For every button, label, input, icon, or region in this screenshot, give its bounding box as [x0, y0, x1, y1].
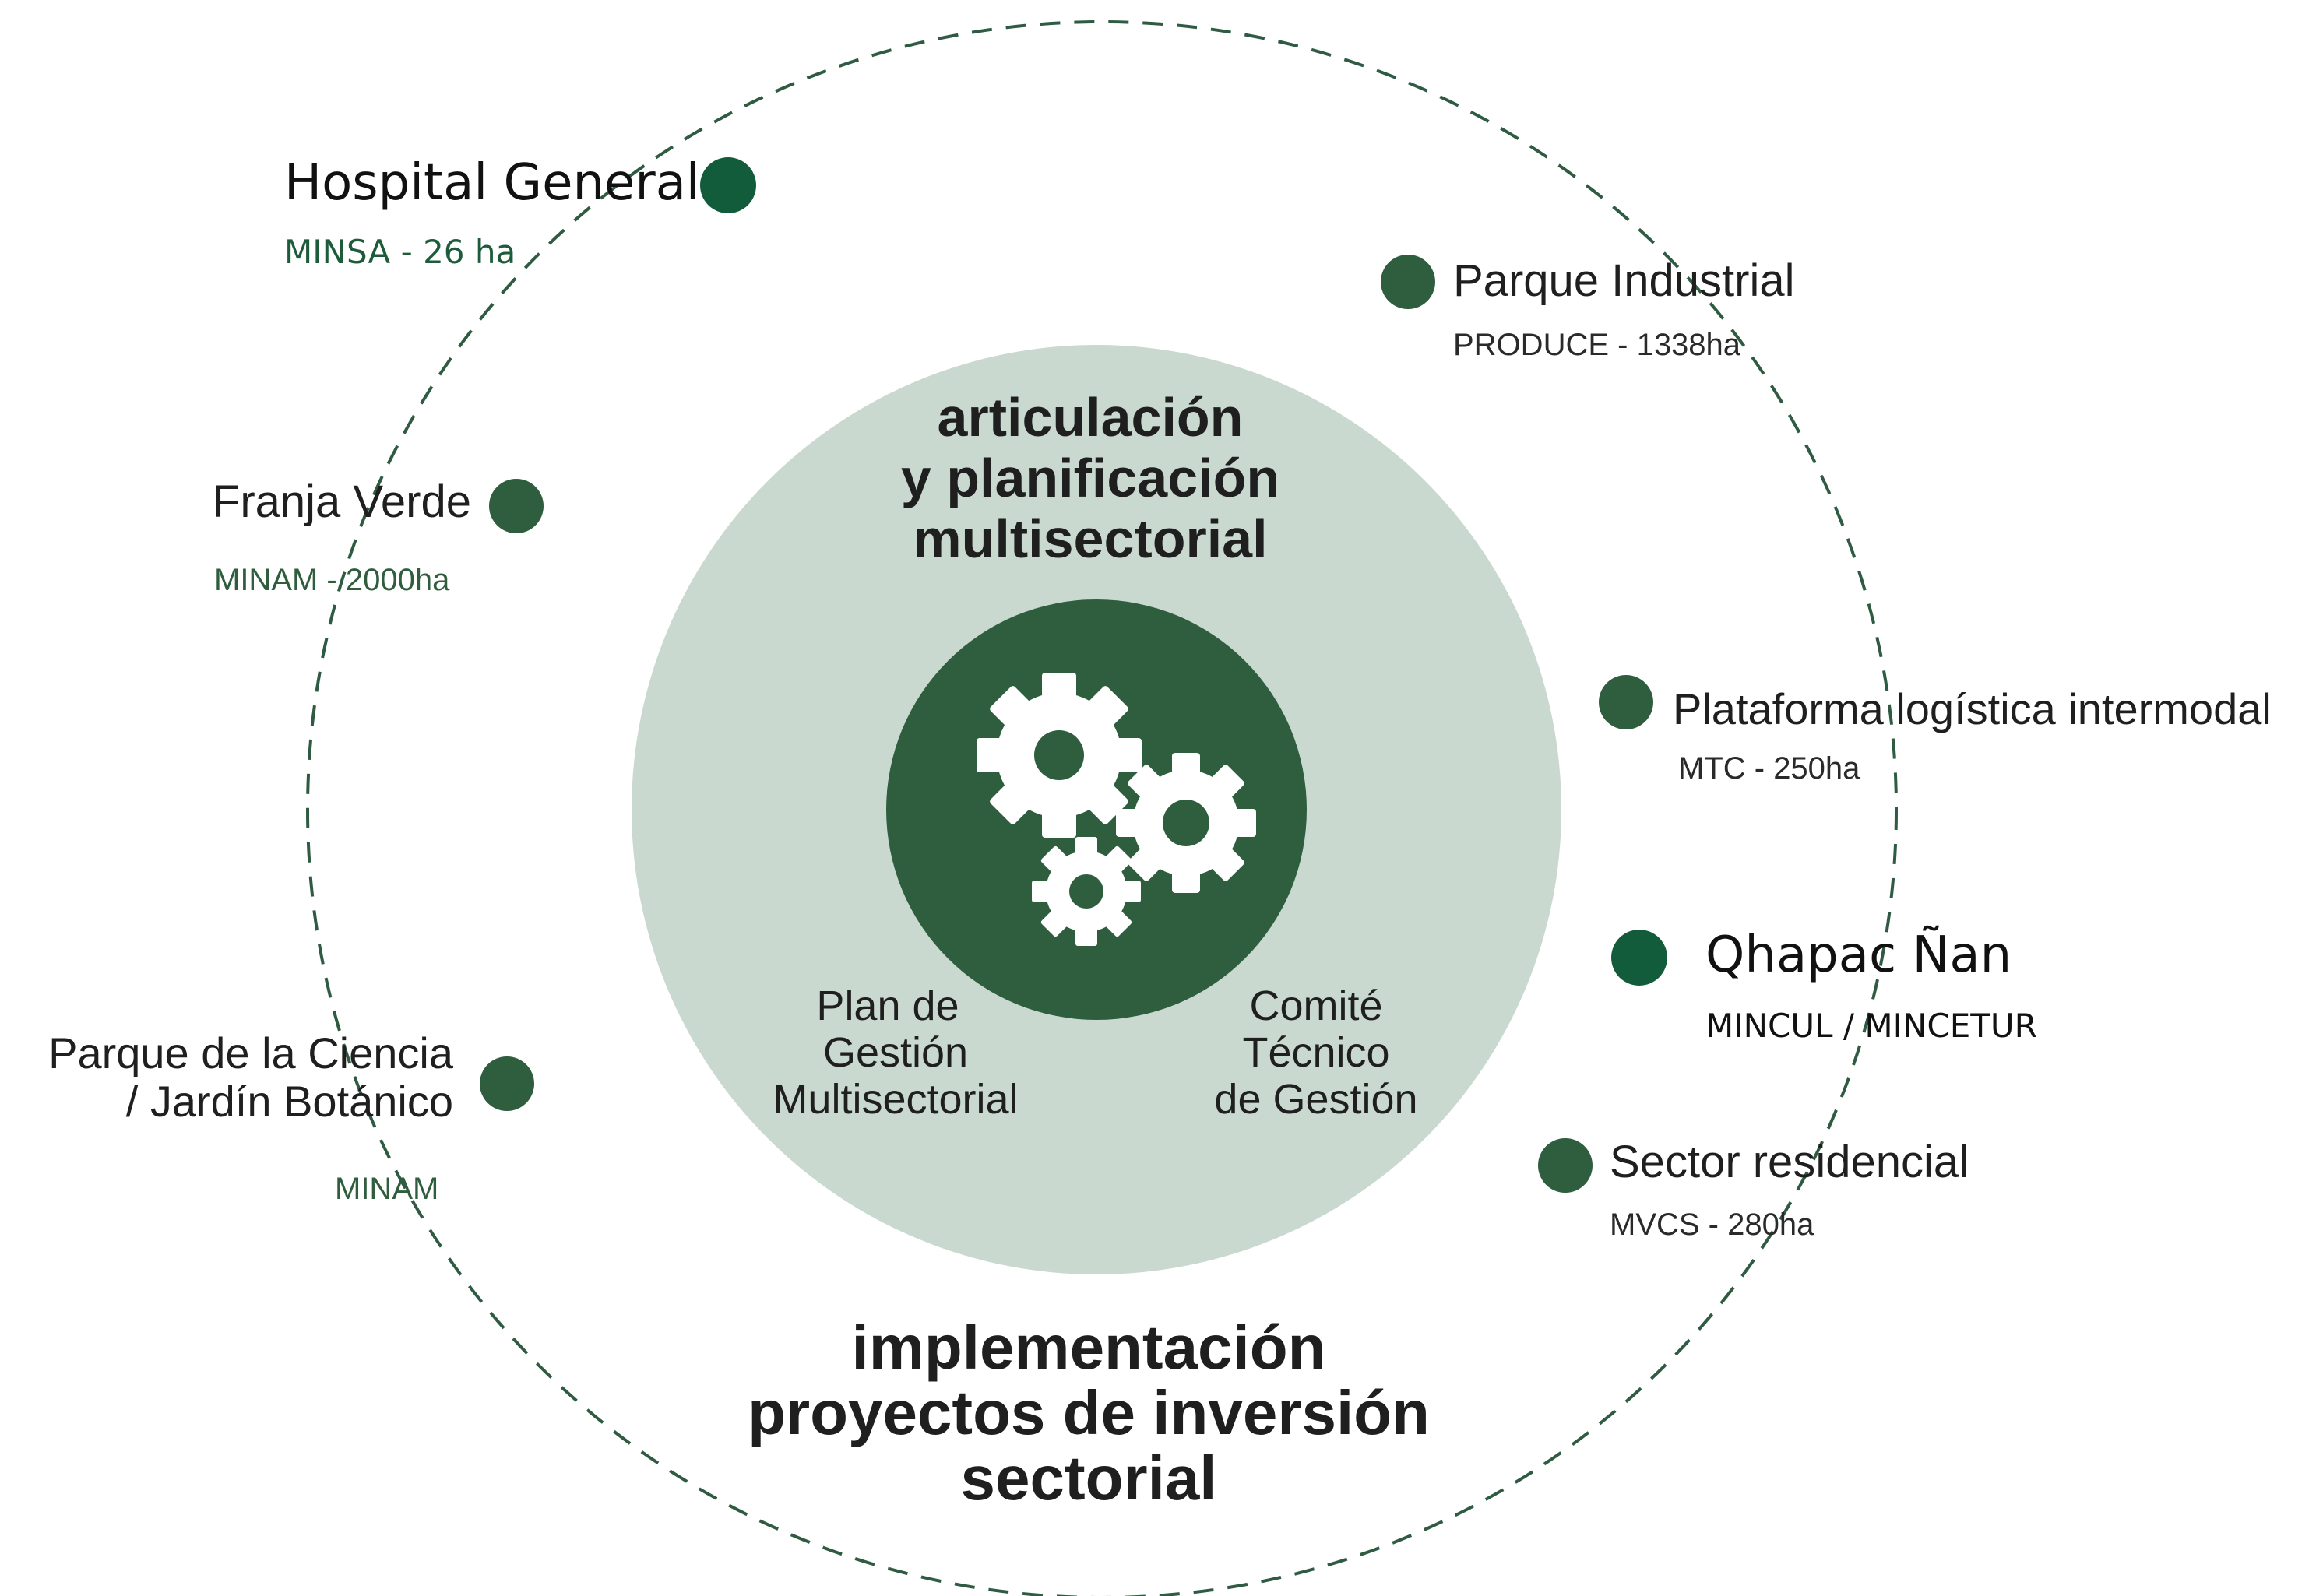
medium-gear-icon — [1116, 753, 1256, 893]
comite-tecnico-line-2: Técnico — [1242, 1029, 1389, 1076]
node-dot — [1538, 1138, 1593, 1193]
node-parque-ciencia: Parque de la Ciencia / Jardín Botánico M… — [48, 1028, 534, 1206]
node-dot — [700, 157, 756, 213]
node-qhapac-nan: Qhapac Ñan MINCUL / MINCETUR — [1611, 926, 2037, 1045]
center-title-line-2: y planificación — [901, 448, 1279, 508]
center-title-line-1: articulación — [938, 387, 1244, 448]
plan-gestion-line-2: Gestión — [823, 1029, 968, 1076]
comite-tecnico-label: Comité Técnico de Gestión — [1214, 983, 1417, 1123]
node-name: Plataforma logística intermodal — [1673, 684, 2272, 733]
bottom-title-line-3: sectorial — [960, 1443, 1216, 1513]
bottom-title: implementación proyectos de inversión se… — [748, 1313, 1430, 1513]
node-name: Franja Verde — [213, 476, 471, 527]
node-sector-residencial: Sector residencial MVCS - 280ha — [1538, 1137, 1969, 1242]
node-name: Parque Industrial — [1453, 255, 1794, 306]
comite-tecnico-line-1: Comité — [1249, 983, 1382, 1029]
node-subtitle: MVCS - 280ha — [1610, 1208, 1814, 1242]
large-gear-icon — [977, 673, 1142, 838]
node-subtitle: MINAM - 2000ha — [214, 563, 450, 597]
gears-icon — [977, 673, 1256, 946]
node-subtitle: MINCUL / MINCETUR — [1705, 1007, 2037, 1045]
plan-gestion-label: Plan de Gestión Multisectorial — [773, 983, 1018, 1123]
node-subtitle: MTC - 250ha — [1678, 751, 1860, 786]
bottom-title-line-2: proyectos de inversión — [748, 1378, 1430, 1447]
node-subtitle: PRODUCE - 1338ha — [1453, 328, 1741, 362]
node-parque-industrial: Parque Industrial PRODUCE - 1338ha — [1381, 255, 1794, 362]
node-subtitle: MINAM — [335, 1172, 438, 1206]
outer-dashed-ring — [306, 20, 1898, 1596]
node-name: Qhapac Ñan — [1705, 926, 2012, 984]
node-dot — [1381, 255, 1435, 309]
center-title: articulación y planificación multisector… — [901, 387, 1279, 569]
bottom-title-line-1: implementación — [851, 1313, 1325, 1382]
node-name-line-2: / Jardín Botánico — [126, 1077, 453, 1126]
center-title-line-3: multisectorial — [913, 508, 1267, 569]
node-dot — [1611, 930, 1667, 986]
node-dot — [1599, 675, 1653, 729]
plan-gestion-line-1: Plan de — [816, 983, 959, 1029]
node-dot — [480, 1056, 534, 1111]
node-name: Sector residencial — [1610, 1137, 1969, 1187]
node-name-line-1: Parque de la Ciencia — [48, 1028, 454, 1077]
node-hospital-general: Hospital General MINSA - 26 ha — [284, 154, 756, 271]
node-plataforma-logistica: Plataforma logística intermodal MTC - 25… — [1599, 675, 2272, 786]
node-franja-verde: Franja Verde MINAM - 2000ha — [213, 476, 544, 597]
node-subtitle: MINSA - 26 ha — [284, 233, 516, 271]
node-dot — [489, 479, 544, 533]
comite-tecnico-line-3: de Gestión — [1214, 1076, 1417, 1123]
plan-gestion-line-3: Multisectorial — [773, 1076, 1018, 1123]
small-gear-icon — [1032, 837, 1141, 946]
node-name: Hospital General — [284, 154, 700, 212]
